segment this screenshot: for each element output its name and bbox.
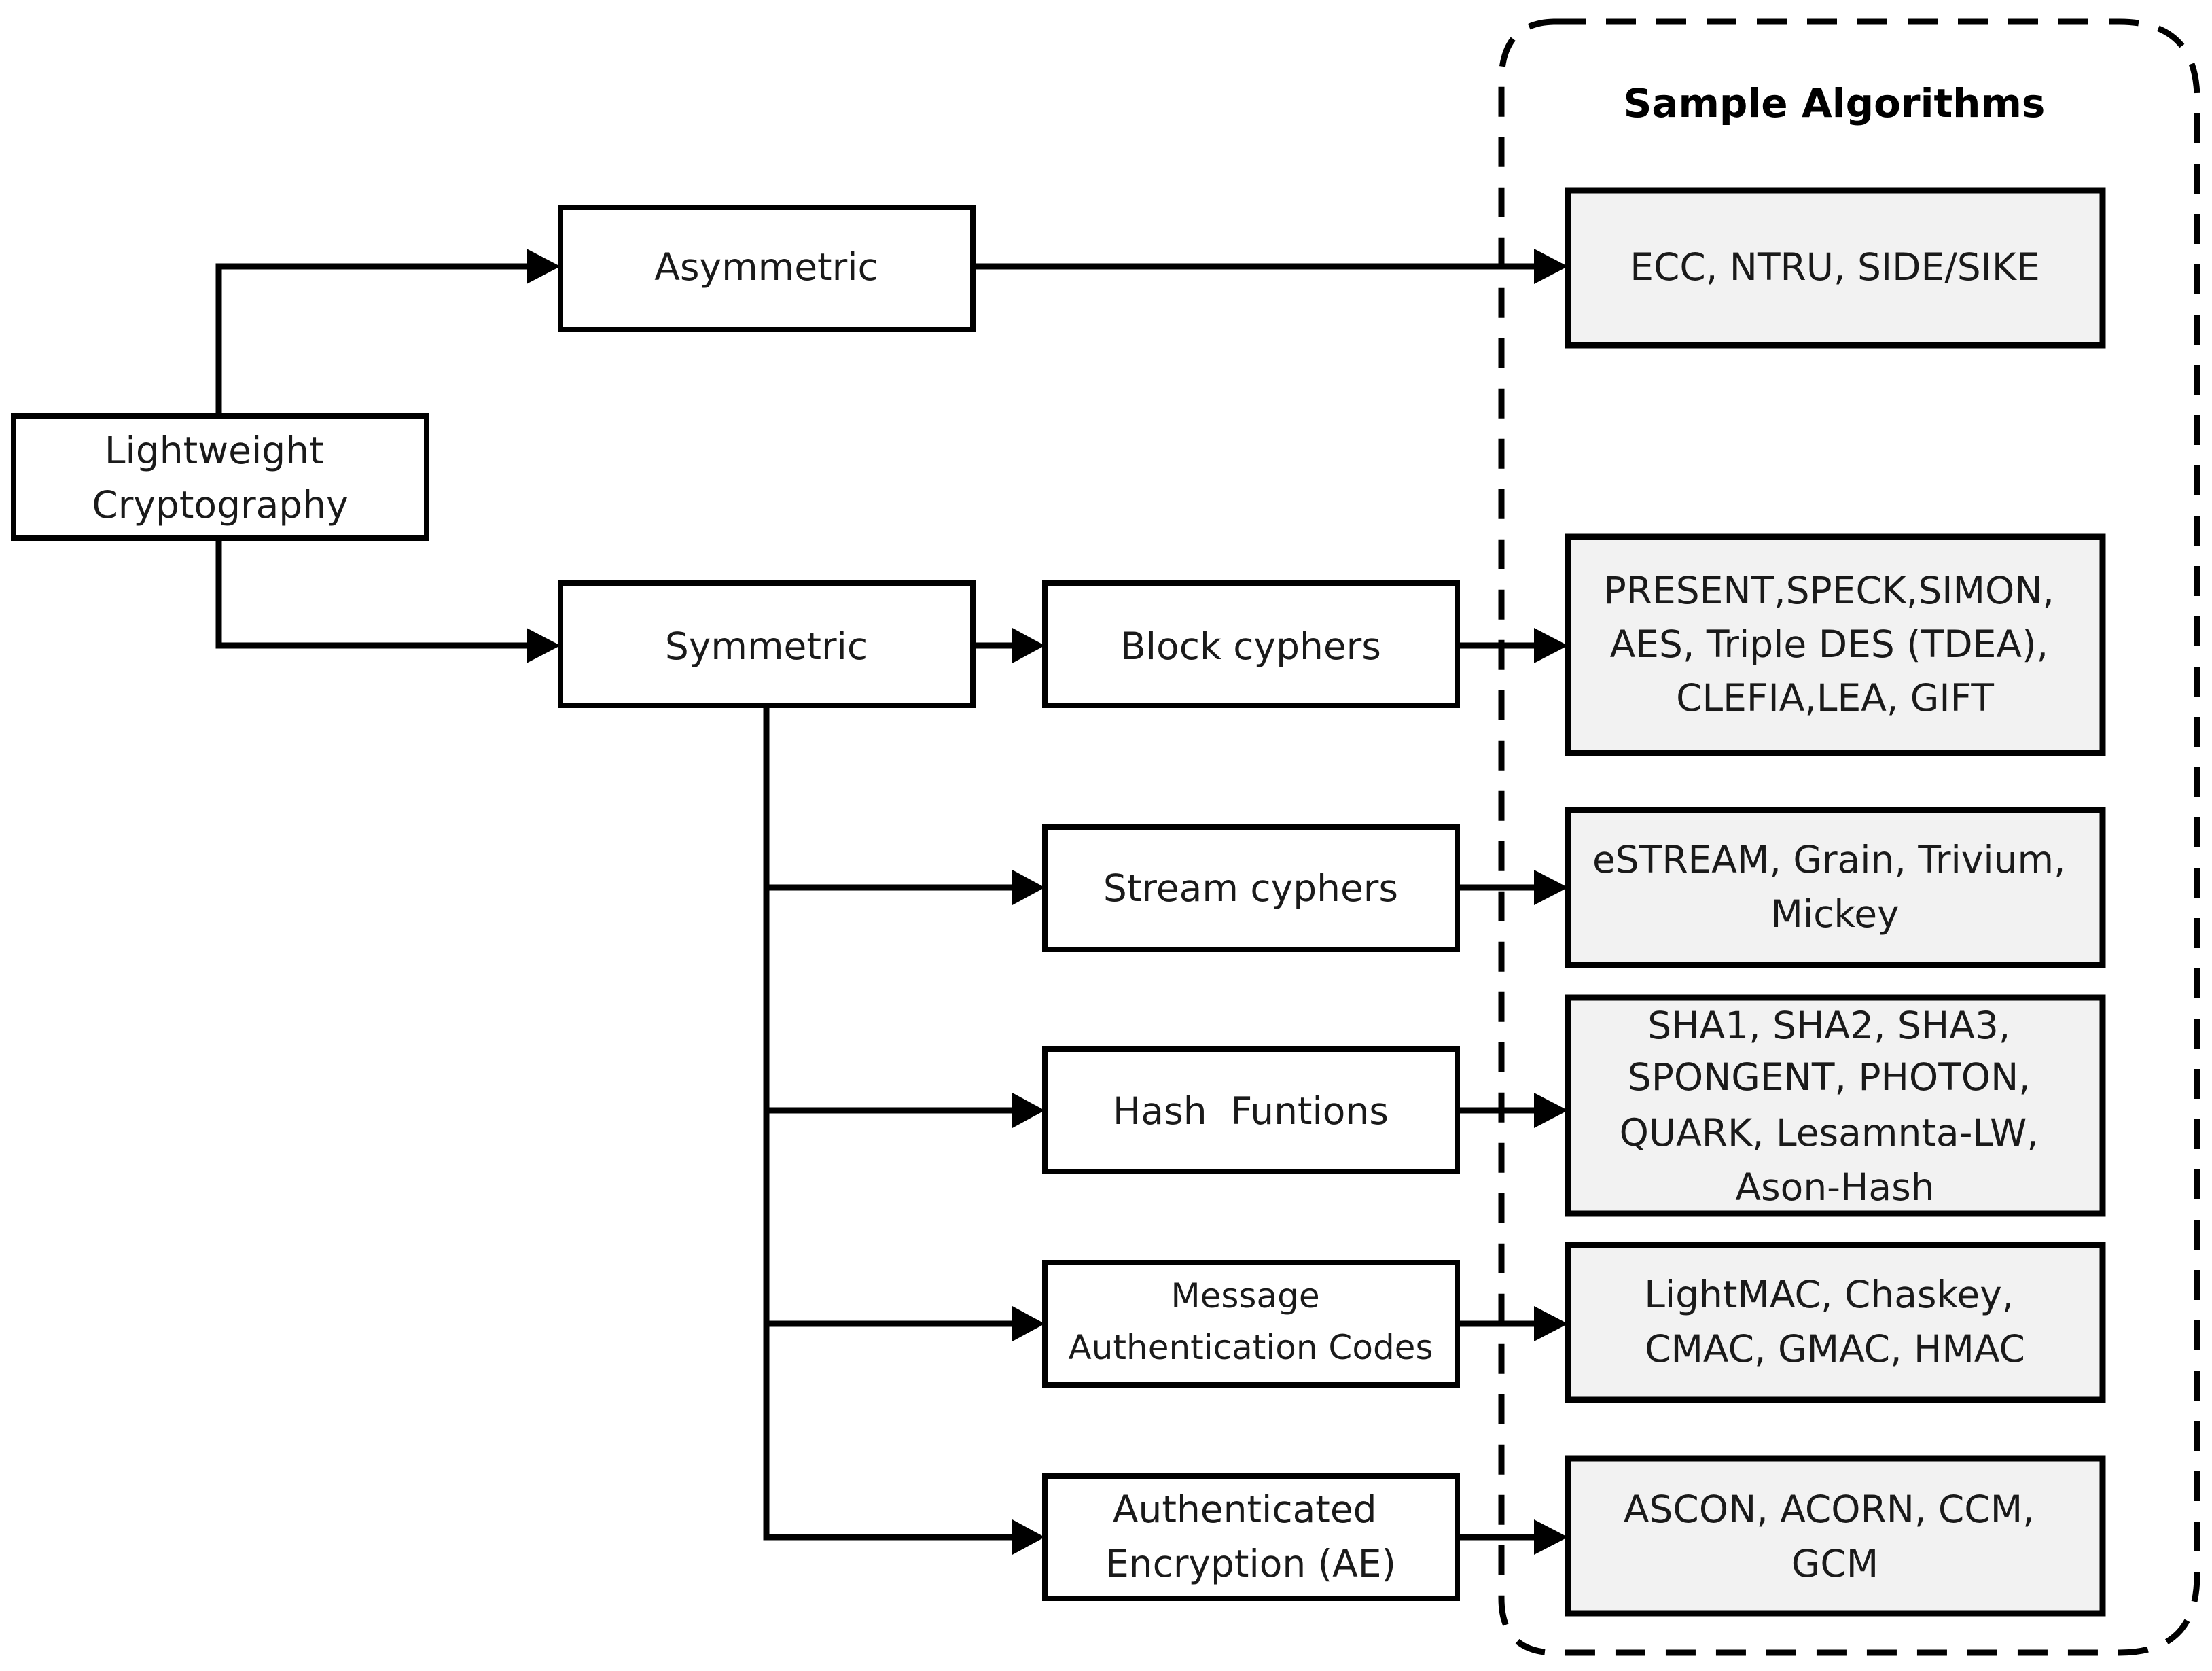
node-stream-cyphers-label: Stream cyphers — [1103, 866, 1398, 910]
algorithms-mac: LightMAC, Chaskey, CMAC, GMAC, HMAC — [1565, 1242, 2106, 1403]
algorithms-asymmetric-label: ECC, NTRU, SIDE/SIKE — [1630, 245, 2039, 289]
connector-symmetric-ae — [763, 1534, 1015, 1541]
algorithms-ae: ASCON, ACORN, CCM, GCM — [1565, 1455, 2106, 1617]
node-root: Lightweight Cryptography — [11, 413, 429, 541]
arrowhead-hash — [1012, 1093, 1045, 1128]
node-asymmetric-label: Asymmetric — [654, 245, 878, 289]
node-hash-functions: Hash Funtions — [1042, 1046, 1460, 1174]
algorithms-stream: eSTREAM, Grain, Trivium, Mickey — [1565, 807, 2106, 968]
node-hash-functions-label: Hash Funtions — [1113, 1089, 1389, 1133]
arrowhead-stream — [1012, 870, 1045, 905]
node-stream-cyphers: Stream cyphers — [1042, 824, 1460, 952]
algorithms-block-label: PRESENT,SPECK,SIMON, AES, Triple DES (TD… — [1604, 569, 2067, 720]
algorithms-asymmetric: ECC, NTRU, SIDE/SIKE — [1565, 187, 2106, 349]
arrowhead-mac-algorithms — [1534, 1306, 1568, 1341]
node-asymmetric: Asymmetric — [558, 205, 976, 332]
node-authenticated-encryption: Authenticated Encryption (AE) — [1042, 1473, 1460, 1601]
arrowhead-mac — [1012, 1306, 1045, 1341]
node-mac-label: Message Authentication Codes — [1069, 1276, 1433, 1367]
arrowhead-asymmetric-algorithms — [1534, 249, 1568, 284]
arrowhead-symmetric — [527, 628, 560, 663]
node-symmetric: Symmetric — [558, 580, 976, 708]
algorithms-mac-label: LightMAC, Chaskey, CMAC, GMAC, HMAC — [1644, 1273, 2026, 1371]
algorithms-stream-label: eSTREAM, Grain, Trivium, Mickey — [1592, 838, 2077, 936]
algorithms-hash-label: SHA1, SHA2, SHA3, SPONGENT, PHOTON, QUAR… — [1620, 1004, 2051, 1209]
node-ae-label: Authenticated Encryption (AE) — [1105, 1488, 1396, 1585]
arrowhead-asymmetric — [527, 249, 560, 284]
algorithms-ae-label: ASCON, ACORN, CCM, GCM — [1624, 1488, 2046, 1585]
node-symmetric-label: Symmetric — [665, 625, 868, 668]
arrowhead-block — [1012, 628, 1045, 663]
node-root-label: Lightweight Cryptography — [92, 429, 348, 527]
sample-algorithms-title: Sample Algorithms — [1624, 80, 2046, 126]
algorithms-block: PRESENT,SPECK,SIMON, AES, Triple DES (TD… — [1565, 533, 2106, 756]
connector-root-symmetric — [215, 538, 530, 649]
node-block-cyphers-label: Block cyphers — [1120, 625, 1381, 668]
sample-algorithms-panel — [1498, 18, 2200, 1656]
arrowhead-block-algorithms — [1534, 628, 1568, 663]
arrowhead-hash-algorithms — [1534, 1093, 1568, 1128]
algorithms-hash: SHA1, SHA2, SHA3, SPONGENT, PHOTON, QUAR… — [1565, 994, 2106, 1217]
node-block-cyphers: Block cyphers — [1042, 580, 1460, 708]
connector-root-asymmetric — [215, 263, 530, 416]
arrowhead-ae-algorithms — [1534, 1519, 1568, 1555]
arrowhead-stream-algorithms — [1534, 870, 1568, 905]
arrowhead-ae — [1012, 1519, 1045, 1555]
node-mac: Message Authentication Codes — [1042, 1260, 1460, 1388]
